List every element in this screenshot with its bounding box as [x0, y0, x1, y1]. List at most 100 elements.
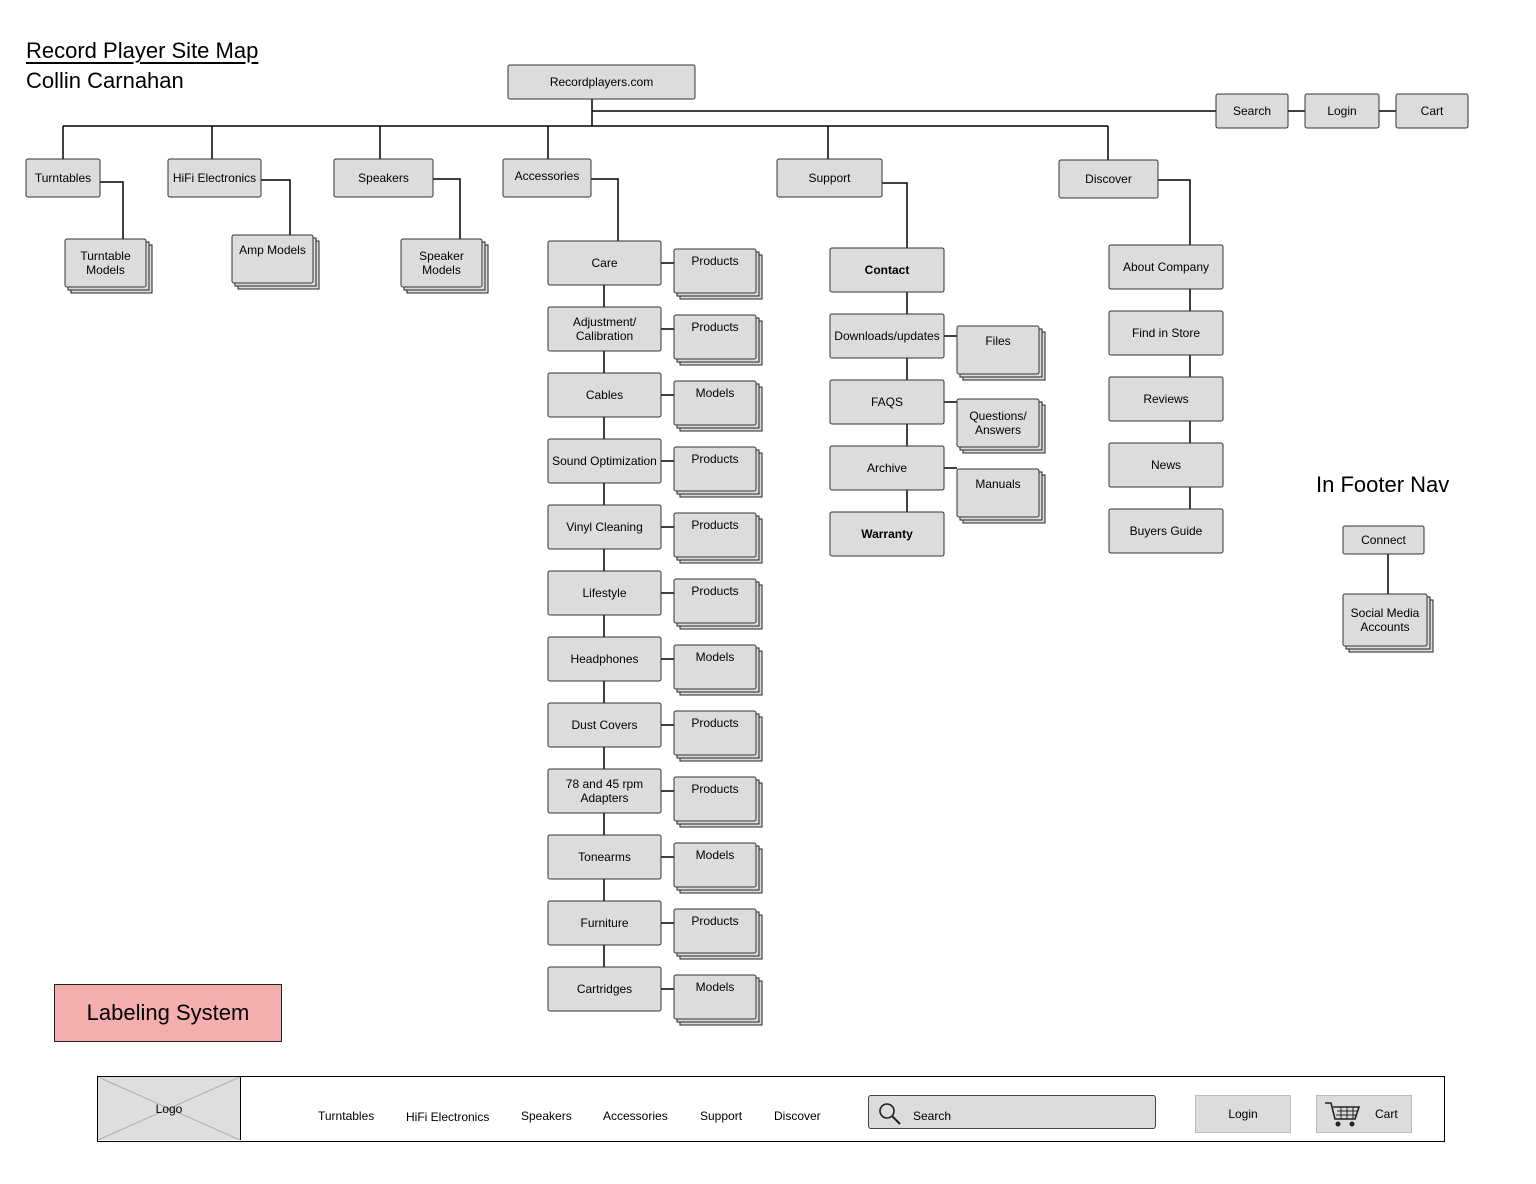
node-products[interactable]: Products	[673, 710, 763, 762]
node-downloads-updates[interactable]: Downloads/updates	[829, 313, 945, 359]
node-hifi-electronics[interactable]: HiFi Electronics	[167, 158, 262, 198]
diagram-author: Collin Carnahan	[26, 68, 184, 93]
login-button[interactable]: Login	[1195, 1095, 1291, 1133]
node-lifestyle[interactable]: Lifestyle	[547, 570, 662, 616]
node-label: Questions/	[969, 409, 1027, 423]
labeling-system-legend: Labeling System	[54, 984, 282, 1042]
node-label: Tonearms	[578, 850, 631, 864]
node-products[interactable]: Products	[673, 446, 763, 498]
node-cart[interactable]: Cart	[1395, 93, 1469, 129]
node-questions-answers[interactable]: Questions/Answers	[956, 398, 1046, 454]
node-connect[interactable]: Connect	[1342, 525, 1425, 555]
node-archive[interactable]: Archive	[829, 445, 945, 491]
node-warranty[interactable]: Warranty	[829, 511, 945, 557]
node-box	[673, 446, 757, 492]
cart-button[interactable]: Cart	[1316, 1095, 1412, 1133]
nav-link-turntables[interactable]: Turntables	[318, 1109, 375, 1123]
node-box	[400, 238, 483, 288]
node-box	[1108, 376, 1224, 422]
node-adjustment-calibration[interactable]: Adjustment/Calibration	[547, 306, 662, 352]
node-label: Search	[1233, 104, 1271, 118]
node-box	[547, 636, 662, 682]
shopping-cart-icon	[1325, 1102, 1361, 1127]
node-label: Downloads/updates	[834, 329, 939, 343]
node-box	[547, 240, 662, 286]
node-vinyl-cleaning[interactable]: Vinyl Cleaning	[547, 504, 662, 550]
node-furniture[interactable]: Furniture	[547, 900, 662, 946]
node-discover[interactable]: Discover	[1058, 159, 1159, 199]
node-models[interactable]: Models	[673, 644, 763, 696]
nav-link-hifi-electronics[interactable]: HiFi Electronics	[406, 1110, 490, 1124]
node-label: Buyers Guide	[1130, 524, 1203, 538]
logo-label: Logo	[155, 1101, 183, 1116]
node-box	[547, 306, 662, 352]
node-label: Products	[691, 716, 738, 730]
node-products[interactable]: Products	[673, 776, 763, 828]
node-label: Models	[422, 263, 461, 277]
search-input[interactable]: Search	[868, 1095, 1156, 1129]
node-search[interactable]: Search	[1215, 93, 1289, 129]
node-box	[673, 710, 757, 756]
node-box	[829, 379, 945, 425]
node-faqs[interactable]: FAQS	[829, 379, 945, 425]
node-label: Calibration	[576, 329, 633, 343]
node-products[interactable]: Products	[673, 908, 763, 960]
node-cartridges[interactable]: Cartridges	[547, 966, 662, 1012]
node-label: Care	[591, 256, 617, 270]
node-label: Products	[691, 782, 738, 796]
node-speakers[interactable]: Speakers	[333, 158, 434, 198]
node-find-in-store[interactable]: Find in Store	[1108, 310, 1224, 356]
node-box	[776, 158, 883, 198]
node-label: Models	[696, 650, 735, 664]
node-support[interactable]: Support	[776, 158, 883, 198]
node-models[interactable]: Models	[673, 842, 763, 894]
node-login[interactable]: Login	[1304, 93, 1380, 129]
node-contact[interactable]: Contact	[829, 247, 945, 293]
node-label: Warranty	[861, 527, 913, 541]
node-recordplayers-com[interactable]: Recordplayers.com	[507, 64, 696, 100]
nav-link-discover[interactable]: Discover	[774, 1109, 821, 1123]
node-label: About Company	[1123, 260, 1209, 274]
node-files[interactable]: Files	[956, 325, 1046, 381]
node-box	[673, 644, 757, 690]
node-reviews[interactable]: Reviews	[1108, 376, 1224, 422]
node-tonearms[interactable]: Tonearms	[547, 834, 662, 880]
logo-placeholder[interactable]: Logo	[98, 1077, 241, 1140]
node-manuals[interactable]: Manuals	[956, 468, 1046, 524]
node-dust-covers[interactable]: Dust Covers	[547, 702, 662, 748]
node-turntables[interactable]: Turntables	[25, 158, 101, 198]
node-products[interactable]: Products	[673, 512, 763, 564]
node-news[interactable]: News	[1108, 442, 1224, 488]
node-headphones[interactable]: Headphones	[547, 636, 662, 682]
node-about-company[interactable]: About Company	[1108, 244, 1224, 290]
node-amp-models[interactable]: Amp Models	[231, 234, 320, 290]
image-placeholder-icon	[98, 1077, 240, 1140]
node-buyers-guide[interactable]: Buyers Guide	[1108, 508, 1224, 554]
nav-link-speakers[interactable]: Speakers	[521, 1109, 572, 1123]
node-models[interactable]: Models	[673, 974, 763, 1026]
connector-line	[100, 181, 124, 239]
node-products[interactable]: Products	[673, 248, 763, 300]
connector-line	[882, 182, 908, 248]
node-label: Speakers	[358, 171, 409, 185]
node-accessories[interactable]: Accessories	[502, 158, 592, 198]
nav-link-accessories[interactable]: Accessories	[603, 1109, 668, 1123]
node-sound-optimization[interactable]: Sound Optimization	[547, 438, 662, 484]
node-box	[547, 570, 662, 616]
node-products[interactable]: Products	[673, 578, 763, 630]
node-models[interactable]: Models	[673, 380, 763, 432]
node-box	[673, 512, 757, 558]
node-care[interactable]: Care	[547, 240, 662, 286]
node-label: Reviews	[1143, 392, 1188, 406]
nav-link-support[interactable]: Support	[700, 1109, 743, 1123]
node-box	[673, 842, 757, 888]
node-label: Speaker	[419, 249, 464, 263]
node-products[interactable]: Products	[673, 314, 763, 366]
node-cables[interactable]: Cables	[547, 372, 662, 418]
connector-line	[261, 179, 291, 235]
